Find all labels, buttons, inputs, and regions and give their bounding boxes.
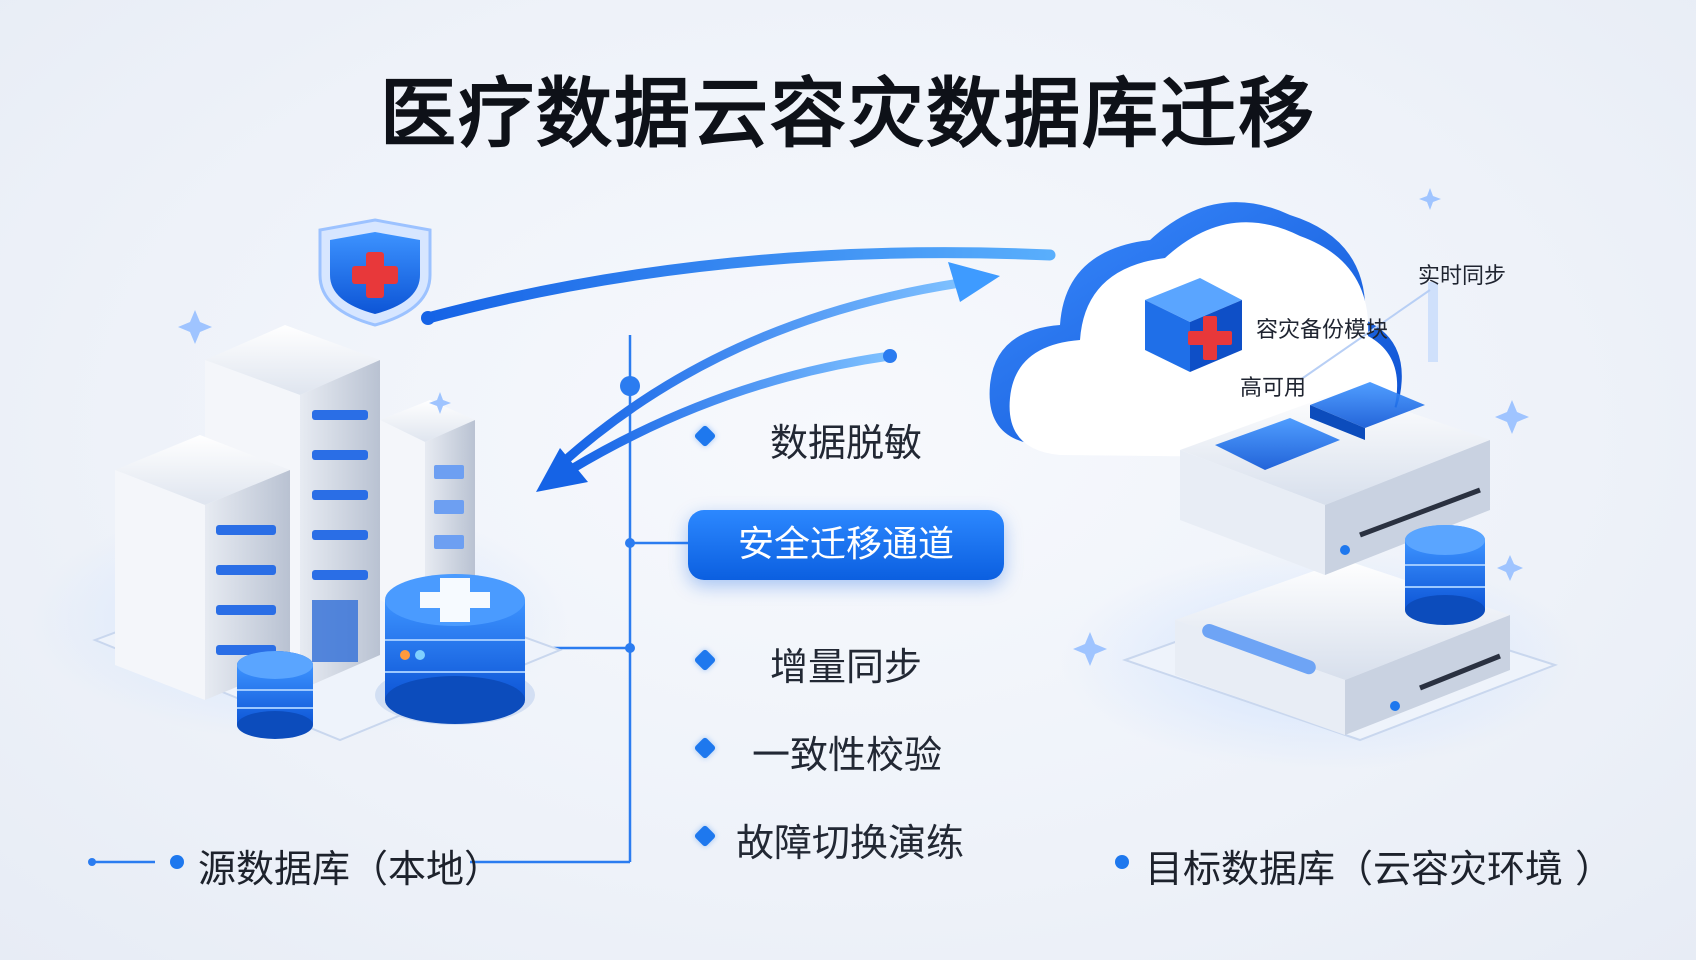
connector-node bbox=[620, 376, 640, 396]
medical-cross-icon bbox=[375, 574, 535, 725]
migration-arrow-right bbox=[555, 278, 965, 470]
target-bullet-icon bbox=[1115, 855, 1129, 869]
high-availability-label: 高可用 bbox=[1240, 376, 1307, 401]
realtime-sync-pillar bbox=[1299, 282, 1438, 381]
connector-node bbox=[625, 538, 635, 548]
dr-module-label: 容灾备份模块 bbox=[1256, 318, 1389, 343]
target-database-caption: 目标数据库（云容灾环境 ） bbox=[1145, 847, 1614, 891]
database-icon bbox=[237, 651, 313, 739]
migration-arrow-left bbox=[565, 351, 895, 475]
feature-failover-drill: 故障切换演练 bbox=[736, 821, 965, 865]
sync-arc-upper bbox=[422, 247, 1056, 324]
arc-start-dot bbox=[421, 311, 435, 325]
medical-shield-icon bbox=[318, 218, 432, 327]
connector-node bbox=[625, 643, 635, 653]
arrow-head-left bbox=[536, 448, 588, 492]
sparkle-icon bbox=[178, 188, 1529, 666]
arrow-head-right bbox=[948, 262, 1000, 302]
feature-incremental-sync: 增量同步 bbox=[770, 645, 923, 689]
server-icon bbox=[1121, 382, 1559, 742]
dr-module-cube bbox=[1145, 278, 1242, 372]
connector-node bbox=[88, 858, 96, 866]
feature-consistency-check: 一致性校验 bbox=[752, 733, 943, 777]
secure-migration-channel-badge: 安全迁移通道 bbox=[688, 510, 1004, 580]
page-title: 医疗数据云容灾数据库迁移 bbox=[380, 69, 1316, 158]
realtime-sync-label: 实时同步 bbox=[1418, 264, 1507, 289]
arc-start-dot bbox=[883, 349, 897, 363]
feature-data-masking: 数据脱敏 bbox=[770, 421, 923, 465]
source-bullet-icon bbox=[170, 855, 184, 869]
source-database-caption: 源数据库（本地） bbox=[198, 847, 503, 891]
